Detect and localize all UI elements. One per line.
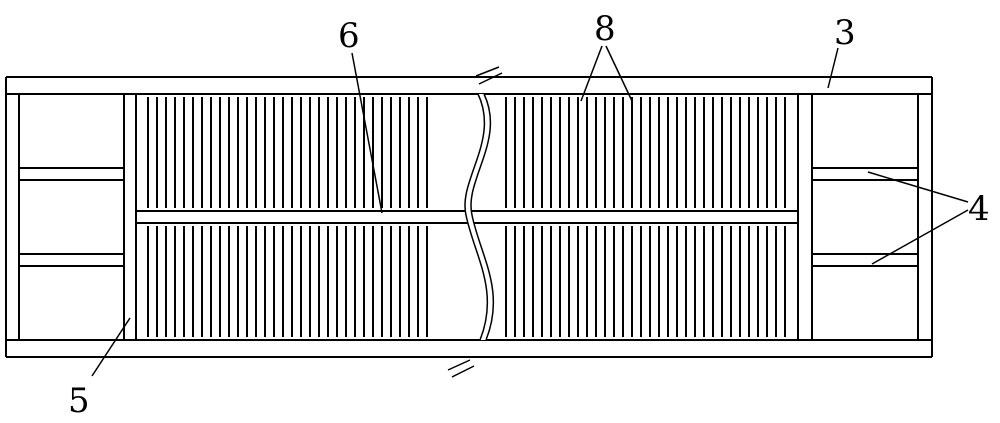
callout-4: 4 [968, 189, 990, 229]
callout-8: 8 [594, 9, 616, 49]
leader-3 [828, 48, 838, 88]
leader-8a [581, 46, 602, 101]
callout-3: 3 [834, 13, 856, 53]
leader-5 [92, 318, 130, 376]
leader-8b [606, 46, 632, 101]
callout-5: 5 [68, 381, 90, 421]
callout-6: 6 [338, 16, 360, 56]
leader-4b [872, 210, 968, 264]
